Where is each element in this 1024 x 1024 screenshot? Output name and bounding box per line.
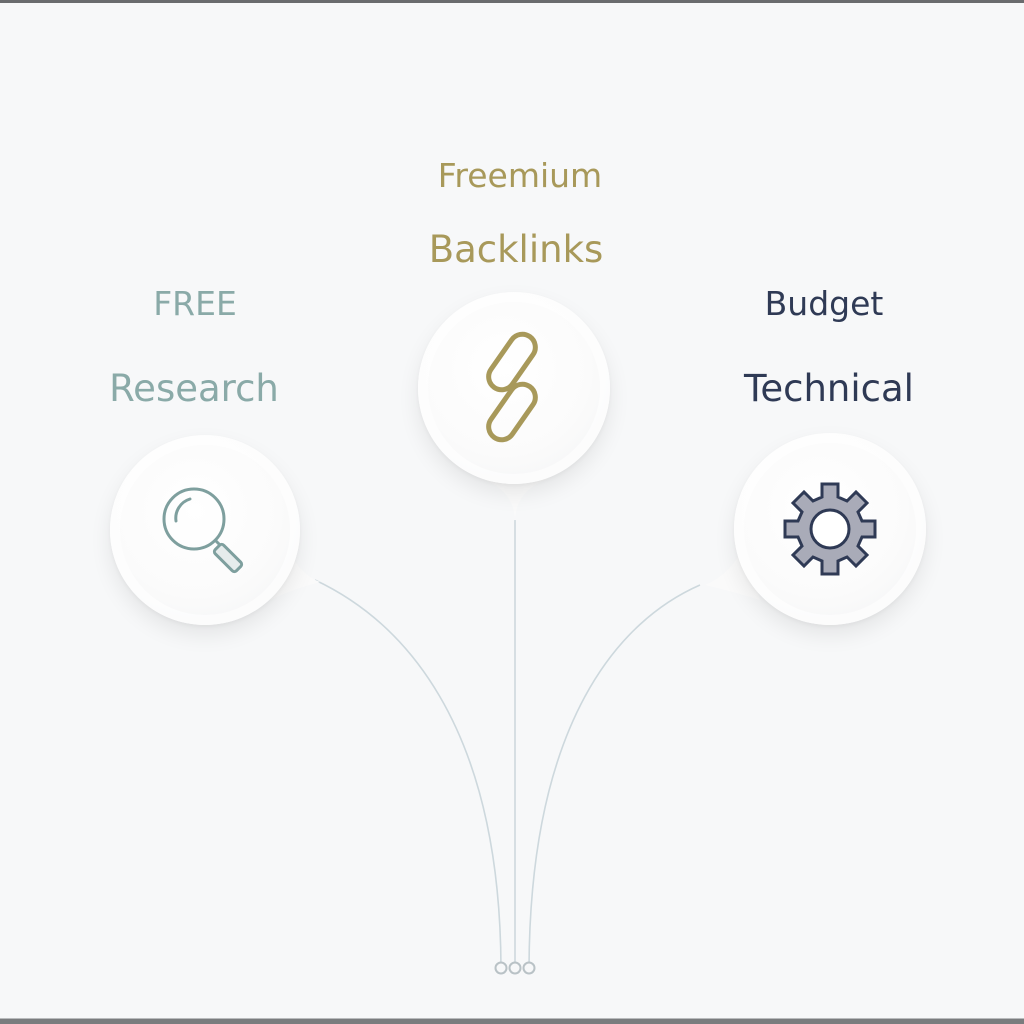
tier-label-free: FREE: [153, 284, 237, 323]
terminal-technical: [522, 961, 536, 975]
topic-label-research: Research: [109, 367, 279, 410]
frame-top-border: [0, 0, 1024, 3]
node-backlinks[interactable]: [418, 292, 610, 484]
pin-tail-backlinks: [480, 478, 550, 522]
tier-label-budget: Budget: [764, 284, 884, 323]
connector-research: [314, 579, 502, 969]
topic-label-technical: Technical: [744, 367, 914, 410]
frame-bottom-border: [0, 1018, 1024, 1024]
chain-link-icon: [486, 331, 538, 443]
topic-label-backlinks: Backlinks: [428, 228, 604, 271]
connector-technical: [528, 584, 701, 969]
magnifying-glass-icon: [162, 487, 244, 574]
terminal-research: [494, 961, 508, 975]
node-research[interactable]: [110, 435, 300, 625]
terminal-backlinks: [508, 961, 522, 975]
tier-label-freemium: Freemium: [437, 156, 603, 195]
gear-icon: [783, 482, 877, 576]
node-technical[interactable]: [734, 433, 926, 625]
